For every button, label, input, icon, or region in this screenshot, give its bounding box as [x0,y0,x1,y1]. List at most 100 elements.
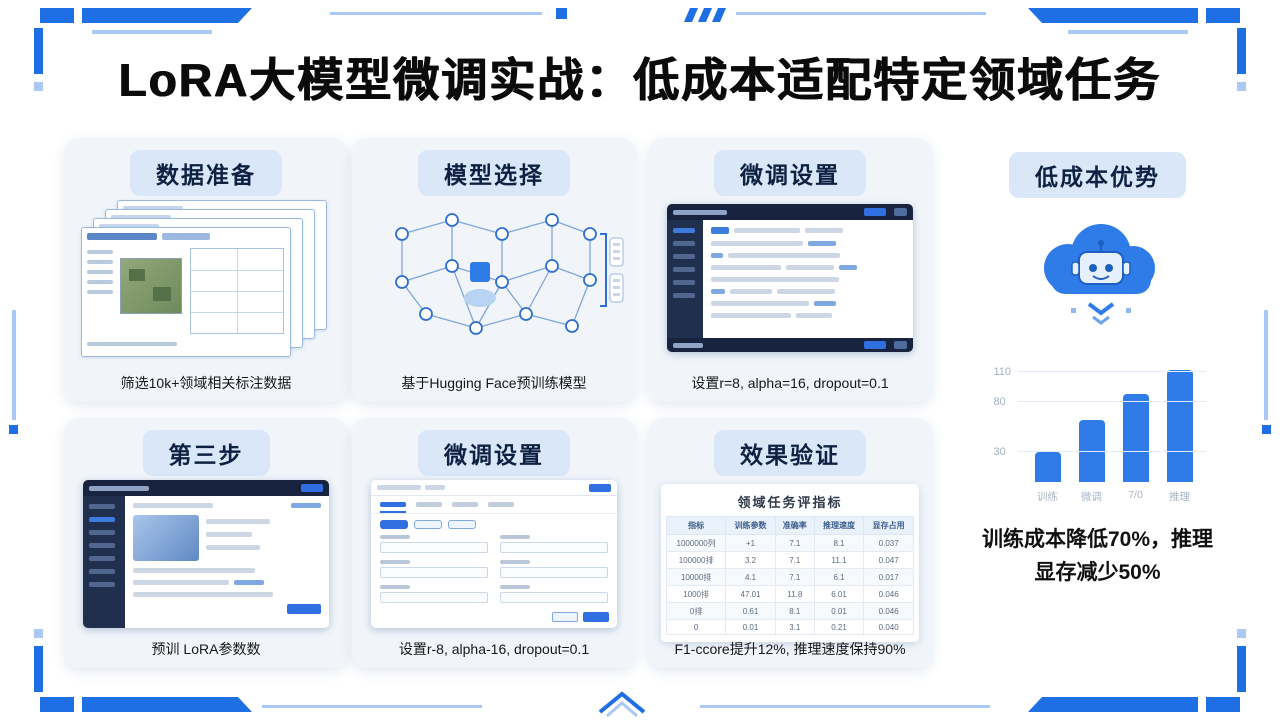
form-footer-buttons [552,612,609,622]
chart-bar [1122,394,1149,482]
skeleton-row [673,241,697,246]
skeleton-bar [133,568,255,573]
skeleton-bar [89,530,115,535]
cancel-button-skeleton [552,612,578,622]
preview-row [133,515,321,561]
table-header-cell: 准确率 [774,516,815,535]
card-title-validation: 效果验证 [714,430,866,476]
table-cell: 0.046 [863,602,914,620]
finetune-console-screenshot [667,204,913,352]
table-cell: 0.047 [863,551,914,569]
skeleton-row [206,532,270,537]
save-button-skeleton [583,612,609,622]
card-data-preparation: 数据准备 [64,138,348,402]
toolbar-button [448,520,476,529]
table-cell: 6.1 [813,568,865,586]
skeleton-bar [206,519,270,524]
titlebar-text [425,485,445,490]
table-cell: 0.01 [725,619,776,635]
skeleton-bar [786,265,834,270]
skeleton-bar [206,532,252,537]
chart-bars [1022,370,1206,482]
chart-x-label: 微调 [1081,491,1102,503]
skeleton-bar [673,280,695,285]
skeleton-bar [673,267,695,272]
mini-tabs [371,496,617,514]
skeleton-bar [711,277,839,282]
skeleton-row [673,228,697,233]
table-cell: 0.017 [863,568,914,586]
table-cell: 7.1 [774,551,815,569]
dataset-pages-illustration [81,200,331,360]
table-cell: 0.61 [725,602,776,620]
map-thumbnail [120,258,182,314]
mini-content [125,496,329,628]
titlebar-text [673,209,727,215]
skeleton-bar [89,556,115,561]
content-lines [133,568,321,597]
card-step-three: 第三步 预训 LoRA参数数 [64,418,348,668]
toolbar-button [380,520,408,529]
titlebar-text [89,485,149,491]
skeleton-bar [89,517,115,522]
skeleton-bar [777,289,835,294]
table-cell: 6.01 [813,585,865,603]
annotation-table [190,248,284,334]
table-header-cell: 推理速度 [813,516,865,535]
tab [416,502,442,507]
skeleton-row [673,254,697,259]
card-model-selection: 模型选择 [352,138,636,402]
skeleton-row [673,280,697,285]
skeleton-bar [808,241,836,246]
page-text-lines [87,250,113,294]
table-cell: 7.1 [774,568,815,586]
skeleton-row [89,517,119,522]
skeleton-bar [711,253,723,258]
table-header-cell: 指标 [665,516,727,535]
skeleton-row [133,592,321,597]
skeleton-bar [234,580,264,585]
skeleton-bar [133,580,229,585]
card-caption-model-selection: 基于Hugging Face预训练模型 [401,375,587,391]
cloud-robot-icon [1043,224,1155,325]
mini-button [894,208,907,216]
model-label-boxes [609,237,624,303]
table-cell: 47.01 [725,585,776,603]
toolbar-button [414,520,442,529]
dataset-page-front [81,227,291,357]
card-caption-validation: F1-ccore提升12%, 推理速度保持90% [674,641,906,657]
chart-bar [1166,370,1193,482]
advantage-caption: 训练成本降低70%，推理 显存减少50% [981,528,1214,584]
table-cell: 11.8 [774,585,815,603]
mini-titlebar [371,480,617,496]
card-finetune-settings-bottom: 微调设置 [352,418,636,668]
bracket [600,233,607,307]
skeleton-row [89,543,119,548]
skeleton-row [89,504,119,509]
mini-sidebar [667,220,703,352]
chart-y-tick: 110 [993,366,1012,378]
tab-active [380,502,406,513]
skeleton-bar [206,545,260,550]
card-caption-data-preparation: 筛选10k+领域相关标注数据 [120,375,292,391]
metrics-table-title: 领域任务评指标 [737,495,843,510]
finetune-form-screenshot [371,480,617,628]
chart-bar [1034,452,1061,482]
skeleton-row [673,293,697,298]
card-title-finetune-settings-2: 微调设置 [418,430,570,476]
table-cell: 0.037 [863,534,914,552]
step-three-screenshot [83,480,329,628]
chart-y-tick: 80 [993,396,1006,408]
skeleton-row [711,253,905,258]
skeleton-bar [839,265,857,270]
skeleton-bar [711,289,725,294]
skeleton-bar [89,543,115,548]
card-caption-step-three: 预训 LoRA参数数 [151,641,261,657]
